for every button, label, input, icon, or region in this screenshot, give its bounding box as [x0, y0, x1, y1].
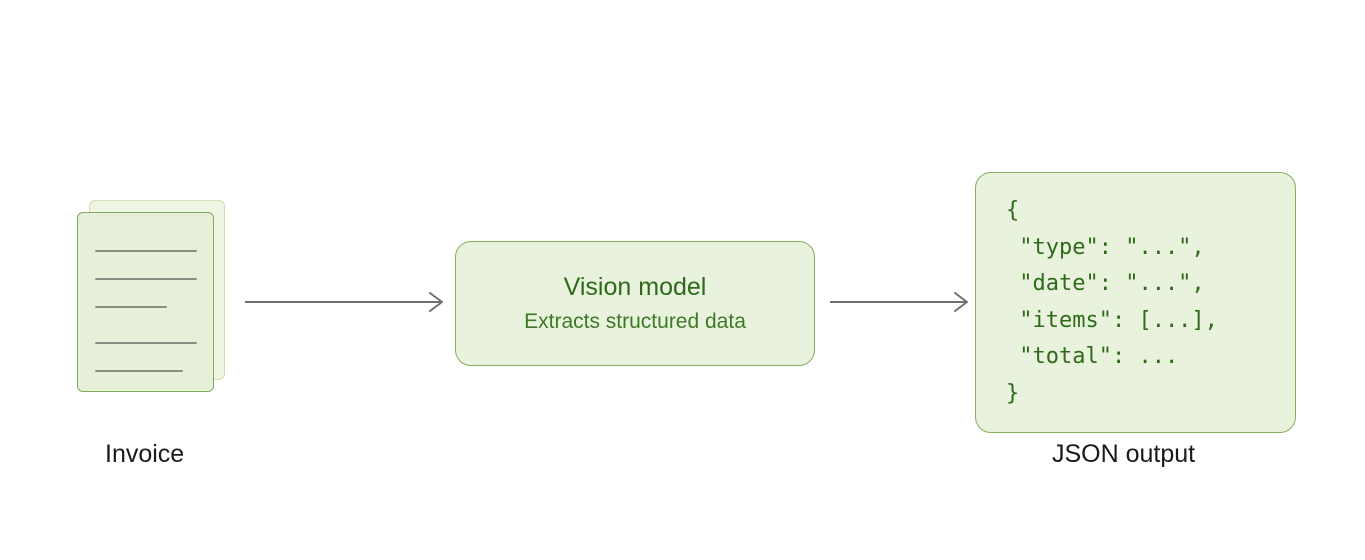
json-line: "type": "...", [1006, 234, 1205, 260]
json-line: "date": "...", [1006, 271, 1205, 296]
document-text-line [95, 370, 183, 372]
json-output-box: { "type": "...", "date": "...", "items":… [975, 172, 1296, 433]
json-line: "items": [...], [1006, 307, 1218, 333]
document-text-line [95, 306, 167, 308]
model-title: Vision model [563, 272, 707, 301]
vision-model-box: Vision model Extracts structured data [455, 241, 815, 366]
json-line: { [1006, 198, 1020, 223]
json-line: "total": ... [1006, 344, 1179, 369]
document-front-page [77, 212, 214, 392]
json-line: } [1006, 380, 1020, 406]
document-text-line [95, 278, 197, 280]
invoice-label: Invoice [105, 440, 185, 468]
model-subtitle: Extracts structured data [524, 309, 746, 333]
arrow-to-json [830, 292, 968, 312]
json-output-label: JSON output [1052, 440, 1196, 468]
document-text-line [95, 250, 197, 252]
document-text-line [95, 342, 197, 344]
arrow-to-model [245, 292, 443, 312]
